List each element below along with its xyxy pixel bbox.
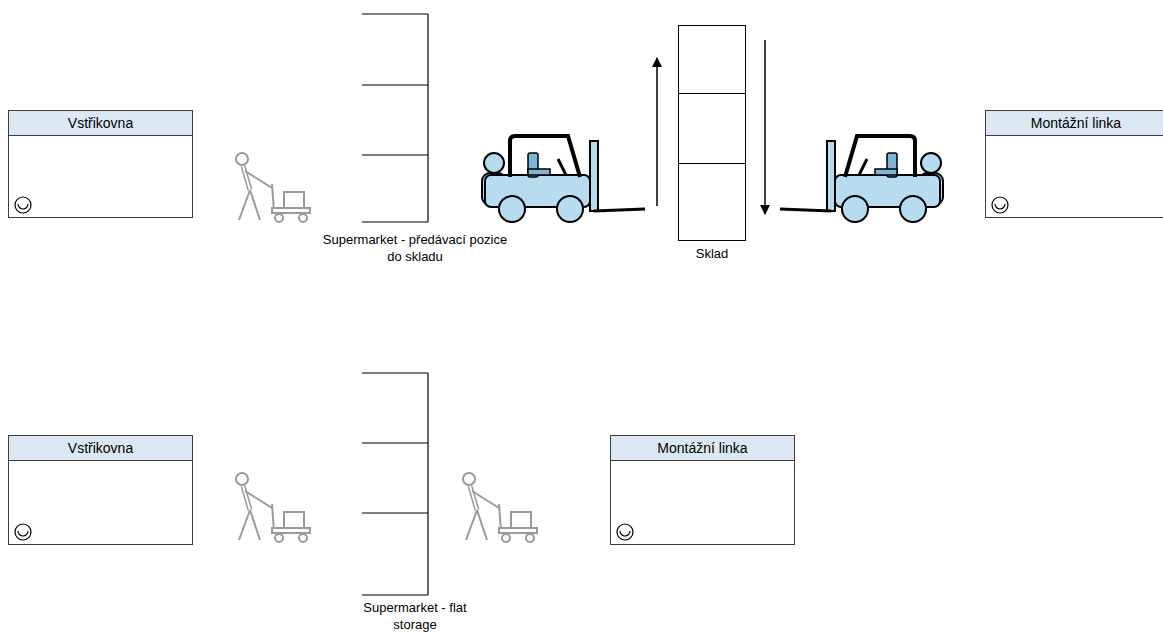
kanban-symbol (620, 531, 630, 536)
stack-label: Sklad (658, 245, 766, 262)
kanban-symbol (18, 531, 28, 536)
rack-shelf (362, 442, 428, 443)
rack-shelf (362, 84, 428, 85)
box-heading: Vstřikovna (9, 436, 192, 461)
stack-outline (678, 25, 746, 242)
box-body (9, 461, 192, 544)
rack-label: Supermarket - předávací pozice do skladu (320, 231, 510, 265)
warehouse-stack: Sklad (678, 25, 746, 265)
process-box: Vstřikovna (8, 110, 193, 218)
worker-with-cart (236, 153, 310, 222)
storage-level (678, 93, 746, 94)
rack-outline (340, 13, 490, 231)
forklift (482, 136, 645, 222)
storage-rack (679, 26, 746, 241)
forklift (780, 136, 943, 222)
box-heading: Montážní linka (611, 436, 794, 461)
rack-post (427, 373, 428, 595)
worker-with-cart (463, 473, 537, 542)
flow-arrow (764, 40, 766, 214)
kanban-symbol (15, 197, 31, 213)
box-body (9, 136, 192, 217)
box-body (611, 461, 794, 544)
box-heading: Vstřikovna (9, 111, 192, 136)
process-box: Vstřikovna (8, 435, 193, 545)
supermarket-rack: Supermarket - flat storage (340, 372, 490, 632)
kanban-symbol (617, 524, 633, 540)
box-heading: Montážní linka (986, 111, 1163, 136)
rack-outline (340, 372, 490, 599)
supermarket-rack: Supermarket - předávací pozice do skladu (340, 13, 490, 275)
kanban-symbol (18, 204, 28, 209)
flow-arrow (656, 58, 658, 206)
kanban-symbol (15, 524, 31, 540)
process-box: Montážní linka (985, 110, 1163, 218)
rack-shelf (362, 13, 428, 14)
rack-shelf (362, 372, 428, 373)
rack-shelf (362, 221, 428, 222)
kanban-symbol (992, 197, 1008, 213)
worker-with-cart (236, 473, 310, 542)
storage-level (678, 163, 746, 164)
process-box: Montážní linka (610, 435, 795, 545)
rack-label: Supermarket - flat storage (360, 599, 470, 632)
rack-shelf (362, 154, 428, 155)
box-body (986, 136, 1163, 217)
rack-shelf (362, 512, 428, 513)
rack-shelf (362, 594, 428, 595)
kanban-symbol (995, 204, 1005, 209)
rack-post (427, 14, 428, 222)
